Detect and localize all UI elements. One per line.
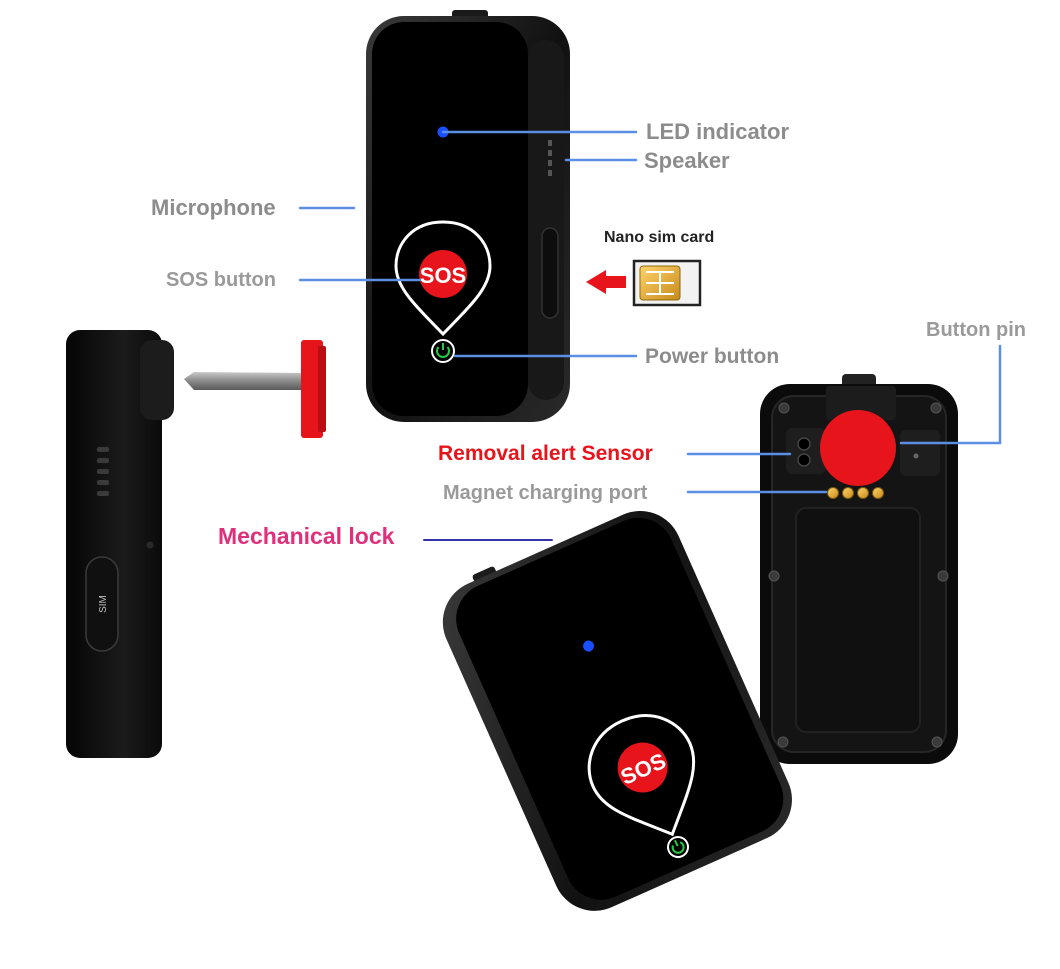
tilted-sos-button [617,742,668,793]
side-bump [140,340,174,420]
sim-card-icon [632,259,702,307]
label-mechanical-lock: Mechanical lock [218,523,395,549]
label-power-button: Power button [645,345,780,368]
device-side [528,40,564,400]
tilted-sos-outline [587,714,696,837]
tilted-led-dot [583,640,595,652]
side-body [66,330,162,758]
side-mic-hole [146,541,154,549]
label-sos-button: SOS button [166,269,276,291]
side-device: SIM [66,330,174,758]
label-speaker: Speaker [644,148,730,173]
arrow-left-icon [586,270,626,294]
pin-housing [900,430,940,476]
button-pin-red [820,410,896,486]
back-screws [768,402,949,748]
tilted-device: SOS [442,511,792,911]
speaker-grille [548,140,552,176]
magnet-pins [827,487,884,499]
sim-eject-pin-icon [184,340,326,438]
removal-sensor-lens-2 [797,453,811,467]
side-vent [97,447,109,496]
pin-hole [913,453,919,459]
back-device [760,374,958,764]
back-battery-cover [795,507,921,733]
tilted-power-icon [667,836,690,859]
sos-label-front: SOS [420,263,466,288]
back-bracket [826,386,896,420]
leader-button-pin [899,344,1002,445]
label-led-indicator: LED indicator [646,119,790,144]
leader-lines [298,130,1002,541]
sim-tray-label: SIM [98,595,109,613]
tilted-screen [456,517,784,900]
front-device: SOS [366,10,570,422]
label-removal-alert-sensor: Removal alert Sensor [438,442,653,465]
removal-sensor-lens [797,437,811,451]
sos-pin-outline [394,220,492,337]
device-screen [372,22,528,416]
power-icon [431,339,455,363]
removal-sensor-housing [786,428,826,474]
label-nano-sim-card: Nano sim card [604,229,715,246]
label-magnet-charging-port: Magnet charging port [443,482,648,504]
sos-button-front [419,250,467,298]
sim-slot-side [541,227,559,319]
side-sim-tray [85,556,119,652]
label-button-pin: Button pin [926,319,1026,341]
label-microphone: Microphone [151,195,276,220]
